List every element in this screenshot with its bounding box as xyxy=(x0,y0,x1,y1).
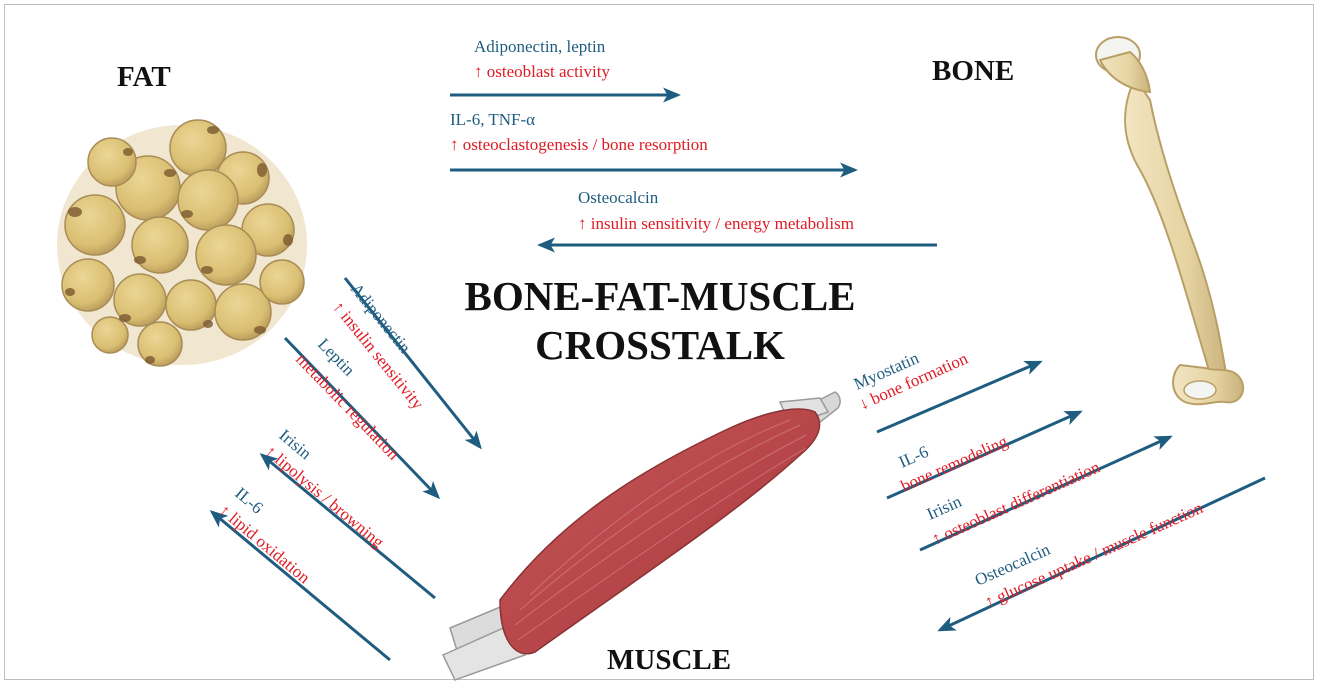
fat-to-bone-1-effect: ↑ osteoblast activity xyxy=(474,62,610,81)
fat-to-bone-2-effect: ↑ osteoclastogenesis / bone resorption xyxy=(450,135,708,154)
muscle-to-fat-1-effect: ↑ lipolysis / browning xyxy=(261,442,388,552)
fat-to-bone-1-signal: Adiponectin, leptin xyxy=(474,37,606,56)
bone-to-fat-effect: ↑ insulin sensitivity / energy metabolis… xyxy=(578,214,854,233)
fat-to-bone-2-signal: IL-6, TNF-α xyxy=(450,110,535,129)
muscle-to-fat-2-effect: ↑ lipid oxidation xyxy=(215,501,314,588)
bone-to-fat-signal: Osteocalcin xyxy=(578,188,659,207)
